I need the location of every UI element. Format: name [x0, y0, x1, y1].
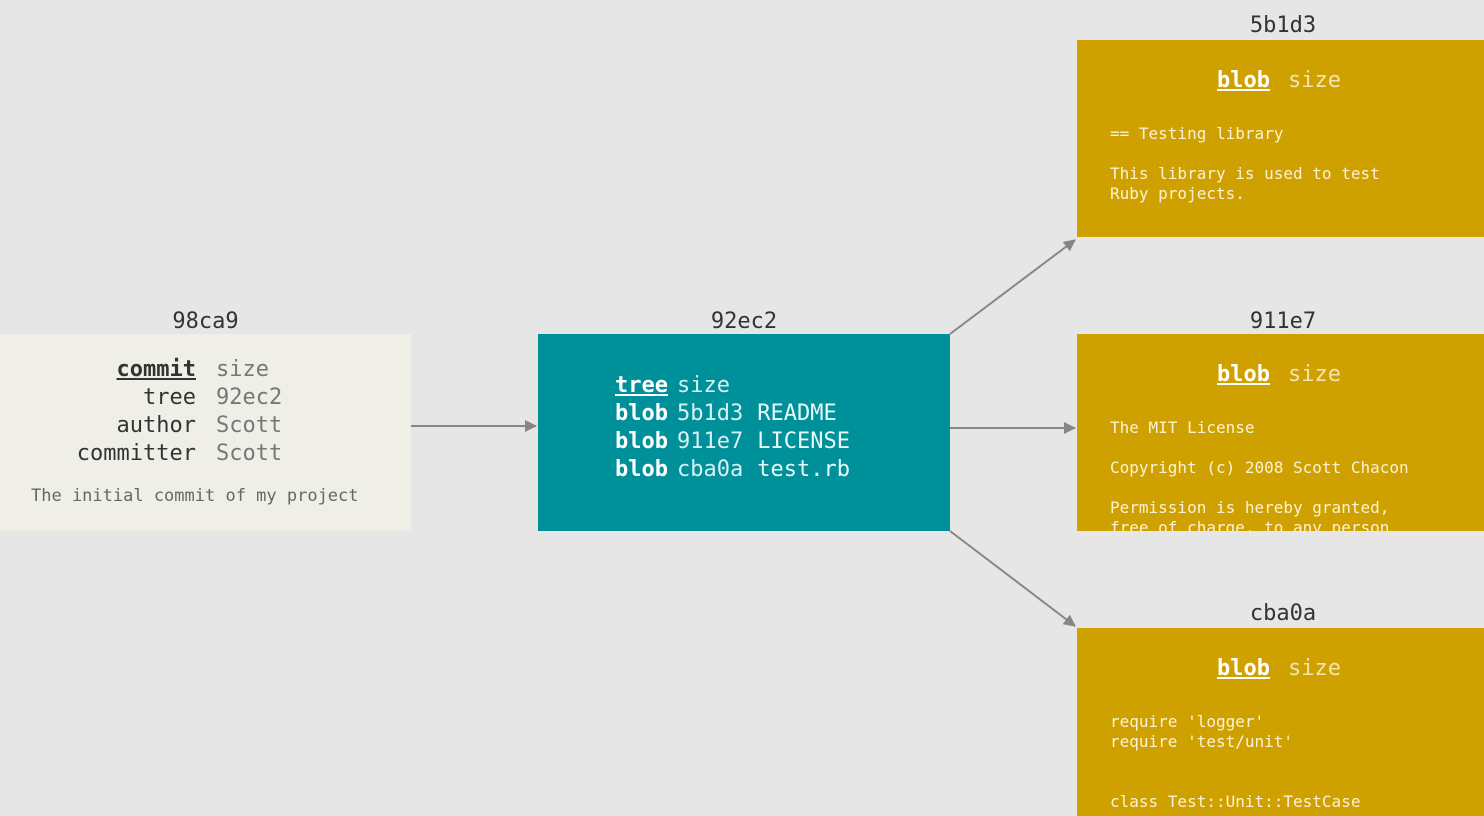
blob-type-label: blob — [1217, 656, 1270, 681]
tree-entry-name: test.rb — [757, 457, 850, 482]
blob-content-line: == Testing library — [1110, 124, 1284, 143]
blob-content-line: This library is used to test — [1110, 164, 1380, 183]
commit-field-key-tree: tree — [143, 385, 196, 410]
tree-entry-type: blob — [615, 429, 668, 454]
commit-field-key-committer: committer — [76, 441, 196, 466]
blob-object-cba0a: blob size require 'logger' require 'test/… — [1077, 628, 1484, 816]
commit-field-key-commit: commit — [116, 357, 196, 382]
tree-entry-row: blob 911e7 LICENSE — [615, 428, 850, 456]
blob-type-label: blob — [1217, 68, 1270, 93]
tree-entry-type: blob — [615, 457, 668, 482]
tree-type-label: tree — [615, 373, 668, 398]
blob-content-line — [1110, 478, 1409, 498]
blob-header: blob size — [1217, 656, 1341, 681]
commit-fields: commit size tree 92ec2 author Scott comm… — [0, 358, 411, 466]
tree-entry-name: README — [757, 401, 837, 426]
tree-entry-hash: cba0a — [677, 457, 744, 482]
commit-field-value-size: size — [216, 357, 269, 382]
commit-field-value-author: Scott — [216, 413, 283, 438]
blob-size-label: size — [1287, 362, 1341, 387]
tree-entry-row: blob 5b1d3 README — [615, 400, 850, 428]
commit-field-value-tree: 92ec2 — [216, 385, 283, 410]
blob-type-label: blob — [1217, 362, 1270, 387]
blob-hash-label-911e7: 911e7 — [1249, 309, 1317, 334]
blob-content-line: require 'test/unit' — [1110, 732, 1294, 751]
tree-object: tree size blob 5b1d3 README blob 911e7 LICENS… — [538, 334, 950, 531]
tree-entry-name: LICENSE — [757, 429, 850, 454]
blob-header: blob size — [1217, 68, 1341, 93]
blob-content-line — [1110, 752, 1360, 772]
tree-header-row: tree size — [615, 372, 850, 400]
blob-size-label: size — [1287, 68, 1341, 93]
blob-object-5b1d3: blob size == Testing library This library… — [1077, 40, 1484, 237]
blob-hash-label-5b1d3: 5b1d3 — [1249, 13, 1317, 38]
blob-object-911e7: blob size The MIT License Copyright (c) 2… — [1077, 334, 1484, 531]
commit-hash-label: 98ca9 — [172, 309, 239, 334]
blob-content-line: free of charge, to any person — [1110, 518, 1390, 531]
blob-content-line — [1110, 438, 1409, 458]
arrow-tree-to-blob-cba0a — [949, 530, 1076, 627]
blob-content-line: class Test::Unit::TestCase — [1110, 792, 1361, 811]
blob-hash-label-cba0a: cba0a — [1249, 601, 1317, 626]
blob-content-line: The MIT License — [1110, 418, 1255, 437]
tree-entries: tree size blob 5b1d3 README blob 911e7 LICENS… — [615, 372, 850, 484]
blob-content-line: require 'logger' — [1110, 712, 1265, 731]
tree-entry-row: blob cba0a test.rb — [615, 456, 850, 484]
arrow-tree-to-blob-5b1d3 — [949, 239, 1076, 335]
blob-content-line: Permission is hereby granted, — [1110, 498, 1390, 517]
blob-content: require 'logger' require 'test/unit' cla… — [1110, 712, 1360, 812]
blob-content: The MIT License Copyright (c) 2008 Scott… — [1110, 418, 1409, 531]
tree-entry-type: blob — [615, 401, 668, 426]
tree-size-label: size — [677, 373, 730, 398]
blob-header: blob size — [1217, 362, 1341, 387]
blob-content-line — [1110, 144, 1380, 164]
blob-size-label: size — [1287, 656, 1341, 681]
commit-field-value-committer: Scott — [216, 441, 283, 466]
blob-content-line: Copyright (c) 2008 Scott Chacon — [1110, 458, 1409, 477]
commit-object: commit size tree 92ec2 author Scott comm… — [0, 334, 411, 531]
tree-entry-hash: 5b1d3 — [677, 401, 744, 426]
blob-content-line — [1110, 772, 1360, 792]
commit-field-key-author: author — [116, 413, 196, 438]
commit-message: The initial commit of my project — [31, 486, 359, 506]
blob-content-line: Ruby projects. — [1110, 184, 1245, 203]
tree-entry-hash: 911e7 — [677, 429, 744, 454]
blob-content: == Testing library This library is used … — [1110, 124, 1380, 204]
tree-hash-label: 92ec2 — [710, 309, 778, 334]
